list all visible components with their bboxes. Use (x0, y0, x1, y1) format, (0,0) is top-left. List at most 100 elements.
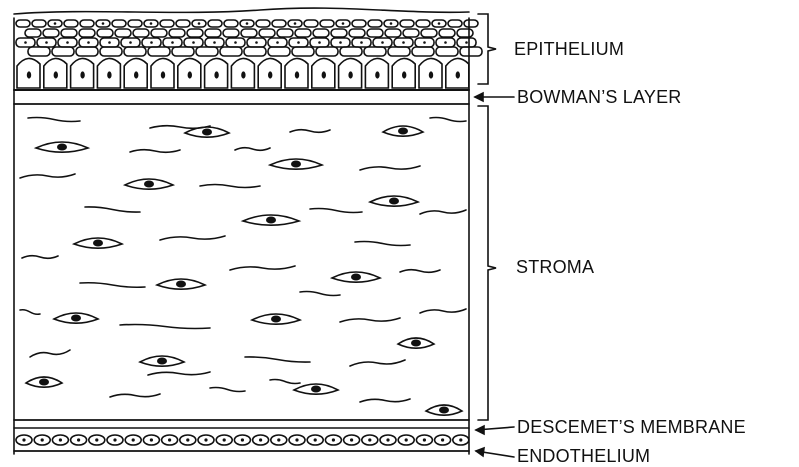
cell-nucleus (59, 438, 62, 441)
cell-nucleus (241, 71, 245, 78)
collagen-fibre (210, 388, 245, 392)
descemets-membrane (14, 420, 469, 428)
cell-nucleus (223, 438, 226, 441)
keratocyte-nucleus (271, 316, 281, 323)
epithelial-cell (421, 29, 437, 37)
epithelial-cell (172, 47, 194, 56)
cell-nucleus (22, 438, 25, 441)
cell-nucleus (402, 71, 406, 78)
epithelial-cell (97, 29, 113, 37)
cell-nucleus (24, 41, 27, 44)
epithelial-cell (272, 20, 286, 27)
cell-nucleus (381, 41, 384, 44)
epithelial-cell (460, 47, 482, 56)
cell-nucleus (459, 438, 462, 441)
cell-nucleus (192, 41, 195, 44)
collagen-fibre (420, 309, 466, 313)
collagen-fibre (400, 270, 440, 273)
cell-nucleus (276, 41, 279, 44)
cell-nucleus (390, 22, 393, 25)
cell-nucleus (444, 41, 447, 44)
epithelial-cell (244, 47, 266, 56)
cell-nucleus (350, 438, 353, 441)
keratocyte-nucleus (439, 407, 449, 414)
epithelial-cell (241, 29, 257, 37)
epithelial-cell (416, 20, 430, 27)
cell-nucleus (134, 71, 138, 78)
epithelial-cell (349, 29, 365, 37)
keratocyte-nucleus (93, 240, 103, 247)
collagen-fibre (120, 325, 210, 329)
cell-nucleus (108, 41, 111, 44)
cell-nucleus (438, 22, 441, 25)
cell-nucleus (277, 438, 280, 441)
cell-nucleus (198, 22, 201, 25)
keratocyte-nucleus (176, 281, 186, 288)
cell-nucleus (294, 22, 297, 25)
cell-nucleus (255, 41, 258, 44)
cell-nucleus (87, 41, 90, 44)
stroma-collagen-fibres (20, 118, 466, 403)
descemets-membrane-pointer-icon (476, 426, 514, 434)
epithelial-cell (196, 47, 218, 56)
epithelial-cell (52, 47, 74, 56)
collagen-fibre (28, 118, 80, 122)
cell-nucleus (423, 438, 426, 441)
cell-nucleus (45, 41, 48, 44)
cell-nucleus (150, 22, 153, 25)
cell-nucleus (107, 71, 111, 78)
endothelium-cells (16, 435, 469, 445)
cell-nucleus (150, 41, 153, 44)
epithelial-cell (32, 20, 46, 27)
cell-nucleus (102, 22, 105, 25)
epithelial-cell (268, 47, 290, 56)
cell-nucleus (54, 71, 58, 78)
epithelial-cell (331, 29, 347, 37)
collagen-fibre (350, 360, 405, 366)
cell-nucleus (339, 41, 342, 44)
epithelial-cell (277, 29, 293, 37)
cell-nucleus (318, 41, 321, 44)
keratocyte-nucleus (266, 217, 276, 224)
cell-nucleus (113, 438, 116, 441)
epithelial-cell (176, 20, 190, 27)
epithelium-basal-cells (17, 58, 469, 88)
epithelial-cell (169, 29, 185, 37)
cell-nucleus (246, 22, 249, 25)
epithelial-cell (28, 47, 50, 56)
epithelial-cell (313, 29, 329, 37)
cell-nucleus (241, 438, 244, 441)
cell-nucleus (80, 71, 84, 78)
epithelial-cell (320, 20, 334, 27)
label-descemets-membrane: DESCEMET’S MEMBRANE (517, 417, 746, 438)
cell-nucleus (295, 71, 299, 78)
epithelial-cell (304, 20, 318, 27)
cell-nucleus (234, 41, 237, 44)
cell-nucleus (204, 438, 207, 441)
cell-nucleus (332, 438, 335, 441)
epithelial-cell (128, 20, 142, 27)
cell-nucleus (186, 438, 189, 441)
epithelial-cell (16, 20, 30, 27)
epithelial-cell (124, 47, 146, 56)
collagen-fibre (22, 256, 58, 259)
cell-nucleus (77, 438, 80, 441)
cell-nucleus (171, 41, 174, 44)
cell-nucleus (54, 22, 57, 25)
cell-nucleus (360, 41, 363, 44)
epithelial-cell (340, 47, 362, 56)
collagen-fibre (270, 380, 300, 384)
keratocyte-nucleus (157, 358, 167, 365)
epithelial-cell (385, 29, 401, 37)
cell-nucleus (132, 438, 135, 441)
cell-nucleus (423, 41, 426, 44)
collagen-fibre (290, 130, 330, 133)
epithelial-cell (439, 29, 455, 37)
keratocyte-nucleus (71, 315, 81, 322)
epithelial-cell (205, 29, 221, 37)
cell-nucleus (386, 438, 389, 441)
epithelial-cell (208, 20, 222, 27)
epithelial-cell (43, 29, 59, 37)
keratocyte-nucleus (144, 181, 154, 188)
